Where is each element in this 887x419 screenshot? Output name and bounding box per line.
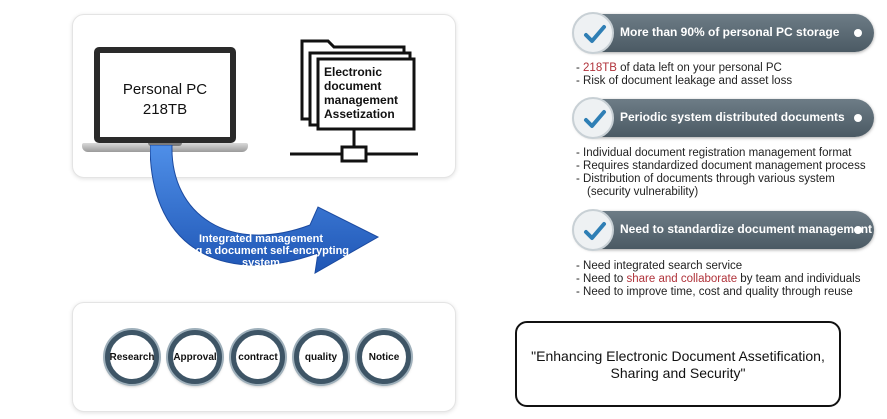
curved-arrow-icon <box>150 145 380 274</box>
pc-size: 218TB <box>142 101 188 118</box>
bullet-item: - Need integrated search service <box>576 260 743 272</box>
category-approval: Approval <box>168 330 222 384</box>
section-bullets-distributed: - Individual document registration manag… <box>576 147 866 199</box>
check-badge <box>572 12 614 54</box>
folder-network-icon <box>290 39 418 163</box>
bullet-item: - Distribution of documents through vari… <box>576 173 835 185</box>
section-bullets-storage: - 218TB of data left on your personal PC… <box>576 62 792 88</box>
arrow-label-line: Integrated management <box>198 233 324 245</box>
check-badge <box>572 209 614 251</box>
bullet-item: - Requires standardized document managem… <box>576 160 866 172</box>
checkmark-icon <box>584 25 606 43</box>
checkmark-icon <box>584 222 606 240</box>
section-bullets-standardize: - Need integrated search service - Need … <box>576 260 861 299</box>
dot-icon <box>854 114 862 122</box>
laptop-icon: Personal PC 218TB <box>82 47 248 159</box>
quote-line: "Enhancing Electronic Document Assetific… <box>531 348 825 364</box>
category-research: Research <box>105 330 159 384</box>
laptop-lip <box>148 143 182 146</box>
pc-title: Personal PC <box>122 81 208 98</box>
folder-line: Assetization <box>324 107 395 121</box>
section-header-standardize: Need to standardize document management <box>572 209 874 251</box>
arrow-label: Integrated management using a document s… <box>166 233 356 269</box>
check-badge <box>572 97 614 139</box>
quote-box: "Enhancing Electronic Document Assetific… <box>515 321 841 407</box>
bullet-item: - Individual document registration manag… <box>576 147 852 159</box>
folder-line: Electronic <box>324 65 383 79</box>
arrow-label-line: using a document self-encrypting <box>172 245 350 257</box>
category-contract: contract <box>231 330 285 384</box>
bullet-item: - Need to improve time, cost and quality… <box>576 286 853 298</box>
dot-icon <box>854 29 862 37</box>
laptop-screen: Personal PC 218TB <box>100 53 230 137</box>
section-header-storage: More than 90% of personal PC storage <box>572 12 874 54</box>
folder-line: management <box>324 93 399 107</box>
section-title: Need to standardize document management <box>620 222 873 236</box>
bullet-item: - 218TB of data left on your personal PC <box>576 62 782 74</box>
bullet-item: (security vulnerability) <box>587 186 699 198</box>
bullet-item: - Risk of document leakage and asset los… <box>576 75 793 87</box>
folder-text: Electronic document management Assetizat… <box>324 65 398 121</box>
arrow-label-line: system <box>242 257 280 269</box>
folder-icon: Electronic document management Assetizat… <box>290 37 420 163</box>
section-title: More than 90% of personal PC storage <box>620 25 840 39</box>
category-notice: Notice <box>357 330 411 384</box>
quote-line: Sharing and Security" <box>610 365 746 381</box>
section-header-distributed: Periodic system distributed documents <box>572 97 874 139</box>
folder-line: document <box>324 79 382 93</box>
bullet-item: - Need to share and collaborate by team … <box>576 273 861 285</box>
section-title: Periodic system distributed documents <box>620 110 845 124</box>
category-quality: quality <box>294 330 348 384</box>
checkmark-icon <box>584 110 606 128</box>
laptop-screen-frame: Personal PC 218TB <box>94 47 236 143</box>
dot-icon <box>854 226 862 234</box>
